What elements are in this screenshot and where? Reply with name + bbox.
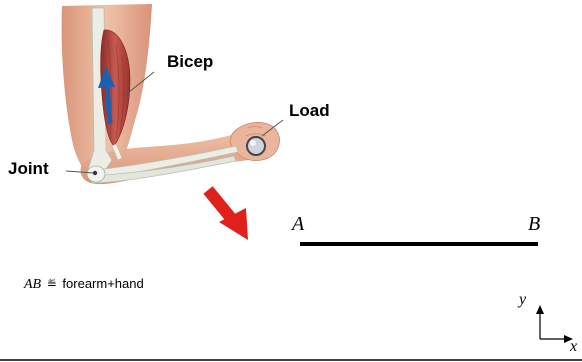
bicep-label: Bicep [167, 52, 213, 72]
beam-definition: AB ≝ forearm+hand [24, 276, 144, 293]
load-ball-highlight [250, 140, 256, 146]
x-axis-label: x [570, 338, 577, 356]
definition-symbol: AB [24, 277, 41, 292]
load-ball [247, 137, 265, 155]
arm-illustration [62, 4, 280, 184]
point-b-label: B [528, 213, 540, 236]
force-arrow-shaft [107, 84, 110, 124]
joint-label: Joint [8, 159, 49, 179]
y-axis-arrowhead [536, 305, 544, 314]
y-axis-label: y [519, 291, 526, 309]
point-a-label: A [292, 213, 304, 236]
coordinate-axes [536, 305, 573, 343]
definition-operator: ≝ [45, 277, 59, 291]
definition-text: forearm+hand [62, 276, 143, 291]
transform-arrow-shaft [208, 190, 231, 218]
transform-arrow [208, 190, 248, 240]
load-label: Load [289, 101, 330, 121]
